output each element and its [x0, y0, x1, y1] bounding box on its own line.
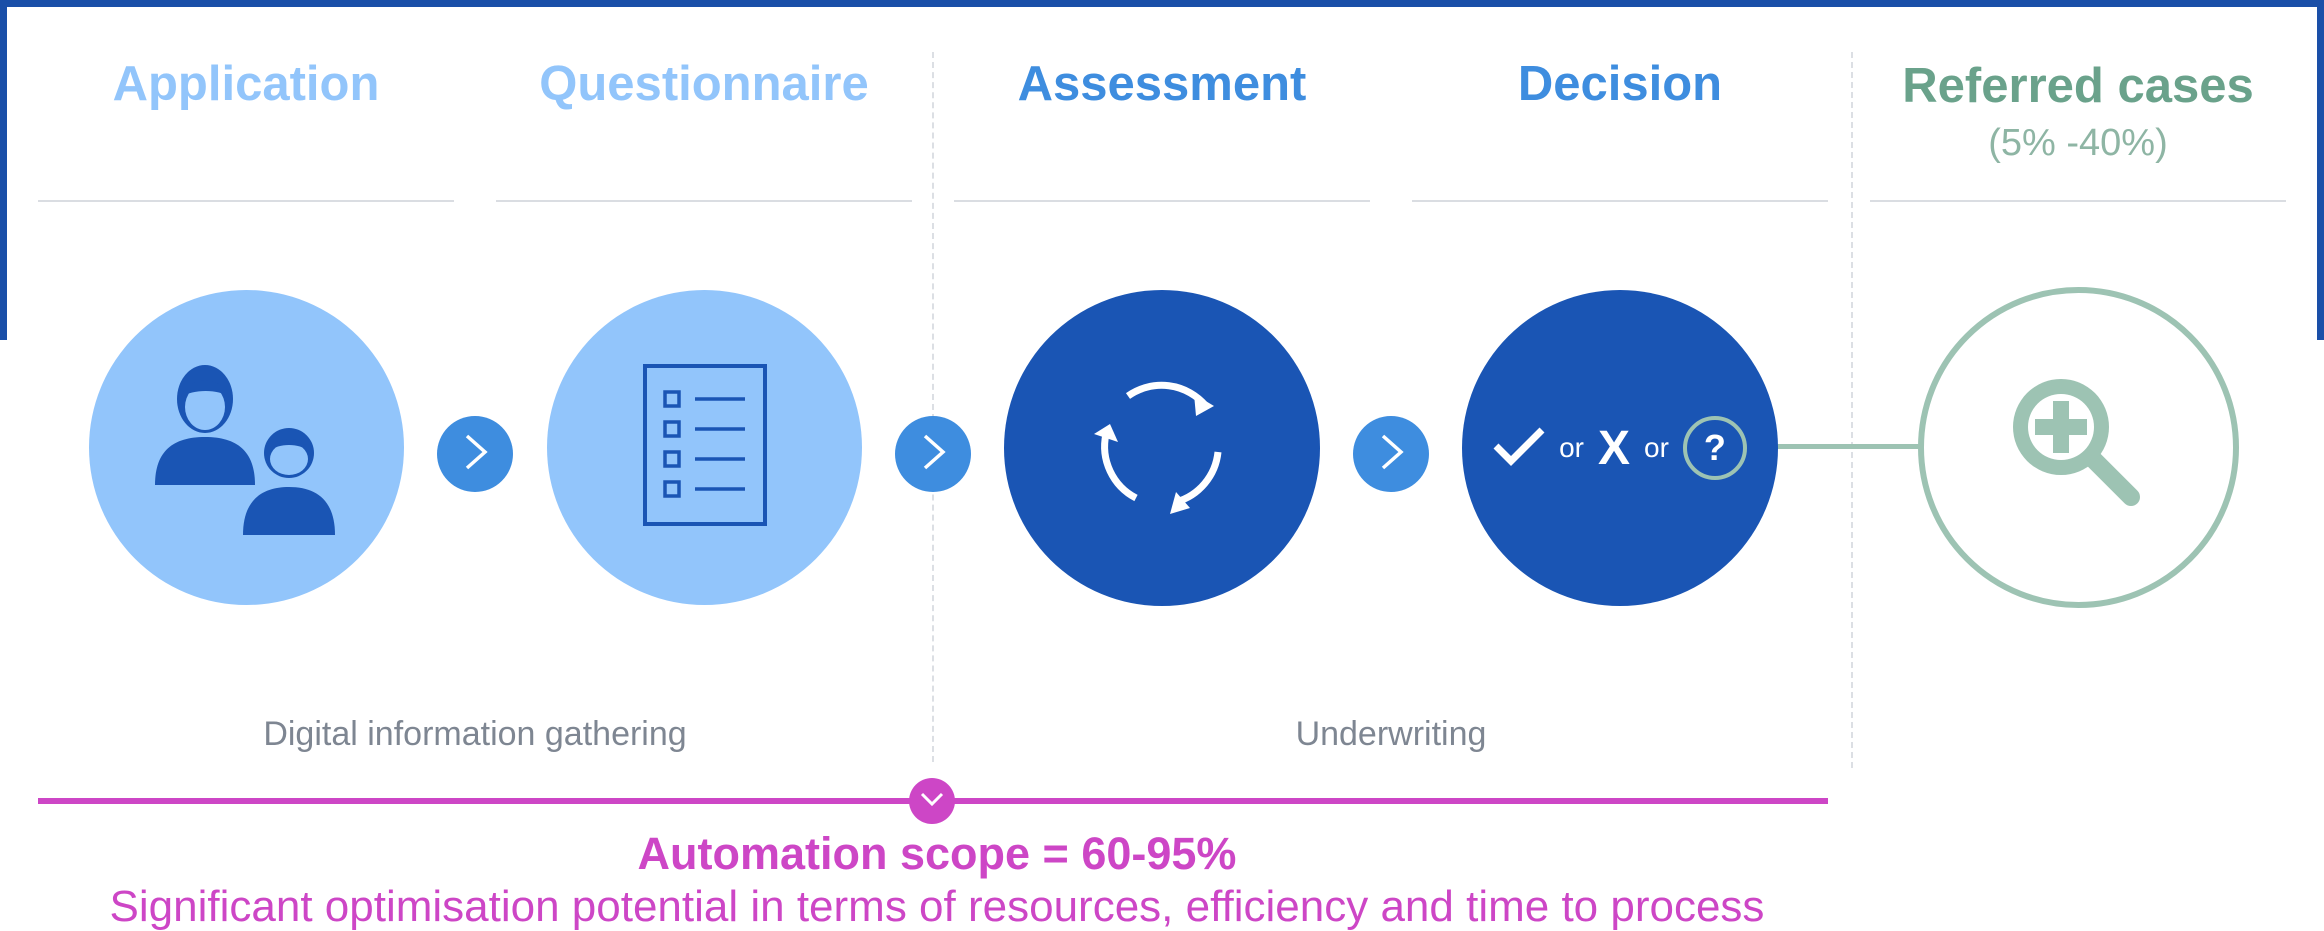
automation-scope-description: Significant optimisation potential in te… [109, 882, 1765, 931]
chevron-right-icon [913, 432, 953, 477]
frame-left-border [0, 0, 7, 340]
decision-or-label-2: or [1644, 432, 1669, 463]
decision-circle: or X or ? [1462, 290, 1778, 606]
referred-cases-circle [1918, 287, 2239, 608]
stage-title-application: Application [112, 57, 380, 111]
title-rule-application [38, 200, 454, 202]
checklist-icon [642, 364, 767, 531]
step-arrow-2 [895, 416, 971, 492]
section-divider-2 [1851, 52, 1853, 768]
questionnaire-circle [547, 290, 862, 605]
automation-marker [909, 778, 955, 824]
people-icon [147, 355, 347, 540]
decision-outcomes: or X or ? [1493, 416, 1747, 480]
magnify-plus-icon [2009, 375, 2149, 520]
title-rule-decision [1412, 200, 1828, 202]
decision-or-label-1: or [1559, 432, 1584, 463]
checkmark-icon [1493, 426, 1545, 471]
cycle-arrows-icon [1092, 376, 1232, 521]
title-rule-referred [1870, 200, 2286, 202]
section-divider-1 [932, 52, 934, 762]
frame-top-border [0, 0, 2324, 7]
chevron-right-icon [1371, 432, 1411, 477]
title-rule-questionnaire [496, 200, 912, 202]
application-circle [89, 290, 404, 605]
step-arrow-1 [437, 416, 513, 492]
step-arrow-3 [1353, 416, 1429, 492]
group-label-underwriting: Underwriting [1295, 715, 1487, 753]
stage-title-assessment: Assessment [1017, 57, 1307, 111]
referral-connector [1742, 444, 1922, 449]
title-rule-assessment [954, 200, 1370, 202]
decline-mark: X [1597, 421, 1630, 475]
chevron-right-icon [455, 432, 495, 477]
chevron-down-icon [919, 789, 945, 814]
group-label-digital: Digital information gathering [263, 715, 687, 753]
frame-right-border [2317, 0, 2324, 340]
stage-title-referred-cases: Referred cases [1902, 59, 2254, 113]
stage-title-decision: Decision [1517, 57, 1723, 111]
automation-scope-title: Automation scope = 60-95% [637, 828, 1237, 879]
referred-cases-range: (5% -40%) [1988, 122, 2168, 164]
assessment-circle [1004, 290, 1320, 606]
stage-title-questionnaire: Questionnaire [539, 57, 869, 111]
question-icon: ? [1682, 416, 1747, 480]
